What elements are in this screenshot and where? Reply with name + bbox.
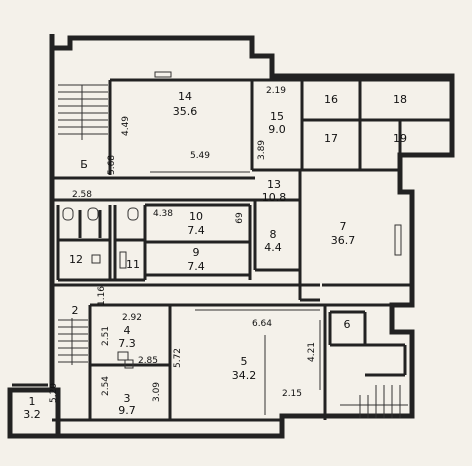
- svg-text:4: 4: [124, 324, 131, 337]
- room-19: 19: [393, 132, 407, 145]
- room-13: 13 10.8: [262, 178, 287, 204]
- svg-text:3.2: 3.2: [23, 408, 41, 421]
- svg-text:7.4: 7.4: [187, 260, 205, 273]
- svg-text:18: 18: [393, 93, 407, 106]
- room-7: 7 36.7: [331, 220, 356, 247]
- dim-4-49: 4.49: [121, 116, 131, 136]
- dim-2-58: 2.58: [72, 190, 92, 200]
- svg-text:7: 7: [340, 220, 347, 233]
- dim-1-16: 1.16: [97, 286, 107, 306]
- dim-69: 69: [235, 212, 245, 224]
- room-16: 16: [324, 93, 338, 106]
- room-2: 2: [72, 304, 79, 317]
- fixtures: [62, 71, 402, 369]
- dim-5-68: 5.68: [107, 155, 117, 175]
- svg-text:2: 2: [72, 304, 79, 317]
- dim-2-51: 2.51: [101, 326, 111, 346]
- dim-3-89: 3.89: [257, 140, 267, 160]
- svg-text:36.7: 36.7: [331, 234, 356, 247]
- room-1: 1 3.2: [23, 395, 41, 421]
- room-14: 14 35.6: [173, 90, 198, 118]
- svg-text:8: 8: [270, 228, 277, 241]
- svg-text:10.8: 10.8: [262, 191, 287, 204]
- dim-5-72: 5.72: [173, 348, 183, 368]
- dim-4-38: 4.38: [153, 209, 173, 219]
- svg-text:14: 14: [178, 90, 192, 103]
- room-5: 5 34.2: [232, 355, 257, 382]
- room-8: 8 4.4: [264, 228, 282, 254]
- svg-text:19: 19: [393, 132, 407, 145]
- dim-2-92: 2.92: [122, 313, 142, 323]
- room-10: 10 7.4: [187, 210, 205, 237]
- dimension-labels: 4.49 2.19 3.89 5.49 5.68 2.58 4.38 69 1.…: [49, 86, 317, 403]
- dim-5-49: 5.49: [190, 151, 210, 161]
- staircase-southeast: [340, 385, 408, 418]
- svg-text:17: 17: [324, 132, 338, 145]
- room-4: 4 7.3: [118, 324, 136, 350]
- svg-text:34.2: 34.2: [232, 369, 257, 382]
- svg-text:16: 16: [324, 93, 338, 106]
- staircase-west: [58, 318, 88, 365]
- room-6: 6: [344, 318, 351, 331]
- dim-2-15: 2.15: [282, 389, 302, 399]
- room-17: 17: [324, 132, 338, 145]
- svg-text:9.7: 9.7: [118, 404, 136, 417]
- dim-4-21: 4.21: [307, 342, 317, 362]
- dimension-lines: [55, 171, 321, 415]
- svg-text:15: 15: [270, 110, 284, 123]
- svg-text:9.0: 9.0: [268, 123, 286, 136]
- dim-6-64: 6.64: [252, 319, 272, 329]
- svg-text:11: 11: [126, 258, 140, 271]
- room-b: Б: [80, 158, 88, 171]
- dim-5-20: 5.20: [49, 383, 59, 403]
- room-18: 18: [393, 93, 407, 106]
- svg-text:7.4: 7.4: [187, 224, 205, 237]
- svg-text:9: 9: [193, 246, 200, 259]
- svg-text:7.3: 7.3: [118, 337, 136, 350]
- svg-text:Б: Б: [80, 158, 88, 171]
- dim-2-85: 2.85: [138, 356, 158, 366]
- svg-text:10: 10: [189, 210, 203, 223]
- interior-walls: [12, 78, 450, 422]
- svg-text:35.6: 35.6: [173, 105, 198, 118]
- room-9: 9 7.4: [187, 246, 205, 273]
- dim-3-09: 3.09: [152, 382, 162, 402]
- svg-text:3: 3: [124, 392, 131, 405]
- svg-text:4.4: 4.4: [264, 241, 282, 254]
- svg-text:13: 13: [267, 178, 281, 191]
- svg-text:12: 12: [69, 253, 83, 266]
- room-15: 15 9.0: [268, 110, 286, 136]
- svg-text:6: 6: [344, 318, 351, 331]
- room-3: 3 9.7: [118, 392, 136, 417]
- staircase-north: [58, 84, 108, 140]
- room-11: 11: [126, 258, 140, 271]
- dim-2-54: 2.54: [101, 376, 111, 396]
- dim-2-19: 2.19: [266, 86, 286, 96]
- svg-text:1: 1: [29, 395, 36, 408]
- room-12: 12: [69, 253, 83, 266]
- svg-text:5: 5: [241, 355, 248, 368]
